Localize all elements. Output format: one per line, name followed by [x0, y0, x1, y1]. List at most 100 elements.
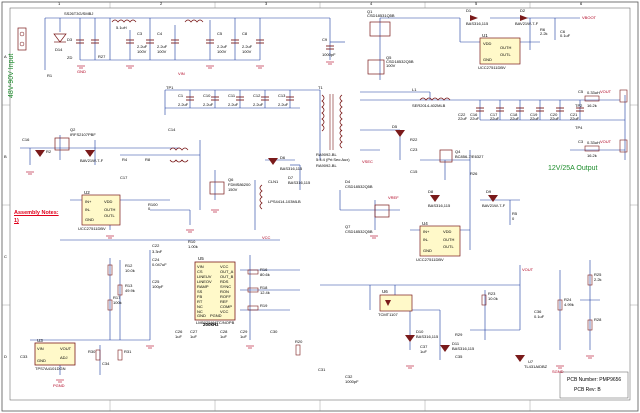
t1-part-2: RA9092-BL [316, 163, 337, 168]
d9-ref: D9 [486, 189, 492, 194]
mid-cap-7: 2.2uF [253, 102, 264, 107]
l2-label-5: 2.2uF [157, 44, 168, 49]
q5-mosfet [367, 59, 385, 75]
input-connector [17, 27, 27, 51]
mid-cap-5: 2.2uF [228, 102, 239, 107]
top-label-3: D1 [466, 8, 472, 13]
u2-ref: U2 [84, 190, 90, 195]
u7-tl431 [515, 355, 525, 362]
ctrl-val-10: 1uF [190, 334, 197, 339]
l3-label-4: R27 [98, 54, 106, 59]
u5-pin-l0: VIN [197, 264, 204, 269]
l3-label-5: GND [77, 69, 86, 74]
fb-ref-0: R23 [488, 291, 496, 296]
mid-cap-8: C13 [278, 93, 286, 98]
u5-pin-l9: NC [197, 309, 203, 314]
out-cap-9: 22uF [550, 116, 560, 121]
reg-part-1: R30 [88, 349, 96, 354]
u5-pin-r7: REF [220, 299, 228, 304]
reg-part-3: R31 [124, 349, 132, 354]
misc-5: D7 [288, 175, 294, 180]
mid-diode-2 [35, 150, 45, 157]
ctrl-val-13: 1000pF [345, 379, 359, 384]
u1-pin-gnd: GND [483, 57, 492, 62]
d1-diode [470, 15, 478, 21]
output-connector-2 [619, 139, 628, 153]
transformer-t1 [321, 94, 343, 150]
mid-left-1: R2 [46, 149, 52, 154]
fb-val-2: 2.2k [594, 277, 602, 282]
ctrl-part-0: C22 [152, 243, 160, 248]
ctrl-part-4: R12 [125, 263, 133, 268]
net-vout-1: VOUT [600, 89, 612, 94]
l3-label-3: ZD [67, 55, 73, 60]
mid-cap-2: C10 [203, 93, 211, 98]
ctrl-val-9: 1uF [175, 334, 182, 339]
ctrl-part-12: C27 [190, 329, 198, 334]
u4-pin-inn: IN- [423, 237, 429, 242]
row-label-b: B [4, 154, 7, 159]
ctrl-val-7: 80.6k [260, 272, 270, 277]
l2-label-3: 100V [137, 49, 147, 54]
col-label-2: 2 [160, 1, 163, 6]
reg-part-2: C34 [102, 361, 110, 366]
mid-cap-0: C1 [178, 93, 184, 98]
d11-diode [440, 345, 450, 352]
d6-part: BAS316,115 [280, 166, 303, 171]
shunt-1-ref: C5 [578, 89, 584, 94]
l2-label-4: C4 [157, 31, 163, 36]
out-cap-1: 22uF [470, 116, 480, 121]
ctrl-val-1: 1.00k [188, 244, 198, 249]
misc-8: CSD18532Q5B [345, 229, 373, 234]
fb-ref-4: R29 [455, 332, 463, 337]
out-cap-11: 22uF [570, 116, 580, 121]
u5-pin-l5: SS [197, 289, 203, 294]
fb-val-0: 10.0k [488, 296, 498, 301]
u5-ref: U5 [198, 256, 204, 261]
u5-pin-r4: SYNC [220, 284, 232, 289]
u4-part: UCC27511DBV [416, 257, 444, 262]
l2-label-12: 100V [242, 49, 252, 54]
q4-transistor [439, 149, 453, 163]
misc-9: D4 [345, 179, 351, 184]
mid-capacitors [186, 96, 584, 112]
d6-diode [268, 158, 278, 165]
ctrl-part-16: C31 [318, 367, 326, 372]
t2-winding-b [169, 159, 189, 163]
tp2-label: TP2 [575, 103, 583, 108]
input-inductor [111, 19, 137, 23]
fb-ref-6: C36 [534, 309, 542, 314]
l3-label-8: Q5 [386, 55, 392, 60]
mid-left-6: R8 [145, 157, 151, 162]
u2-part: UCC27511DBV [78, 226, 106, 231]
u2-pin-inp: IN+ [85, 199, 92, 204]
out-cap-0: C16 [470, 112, 478, 117]
assembly-notes-heading: Assembly Notes: [14, 210, 59, 216]
mid-diode [85, 150, 95, 157]
l2-label-2: 2.2uF [137, 44, 148, 49]
col-label-4: 4 [370, 1, 373, 6]
fb-ref-8: D10 [416, 329, 424, 334]
out-cap-13: 22uF [458, 116, 468, 121]
u4-pin-outh: OUTH [443, 237, 455, 242]
mid-left-0: C16 [22, 137, 30, 142]
u5-pin-r2: OUT_B [220, 274, 234, 279]
u6-optocoupler [379, 294, 413, 312]
d8-diode [430, 195, 440, 202]
u1-part: UCC27511DBV [478, 65, 506, 70]
net-vout-fb: VOUT [522, 267, 534, 272]
u6-ref: U6 [382, 289, 388, 294]
tp1-label: TP1 [166, 85, 174, 90]
pcb-number: PCB Number: PMP9656 [567, 377, 622, 383]
top-label-2: CSD18531Q5B [367, 13, 395, 18]
top-label-0: SS26T3G/SMBJ [64, 11, 94, 16]
misc-4: LPS4414-103MLB [268, 199, 301, 204]
ctrl-part-1: R10 [188, 239, 196, 244]
ctrl-val-3: 100pF [152, 284, 164, 289]
q7-mosfet [374, 204, 390, 218]
l1-part: SER2014-402MLB [412, 103, 446, 108]
u4-pin-inp: IN+ [423, 229, 430, 234]
output-inductor-l1 [419, 97, 451, 101]
misc-3: CLN1 [268, 179, 279, 184]
l2-label-7: C5 [217, 31, 223, 36]
